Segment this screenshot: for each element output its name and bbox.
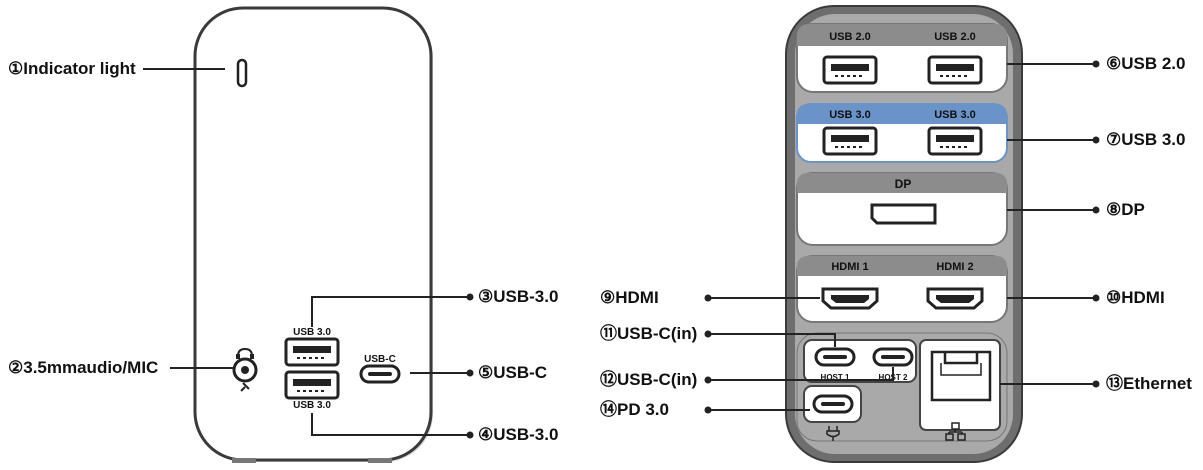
front-foot-right: [368, 458, 392, 463]
callout-usbc-in-1: ⑪USB-C(in): [600, 324, 698, 343]
callout-pd30: ⑭PD 3.0: [600, 400, 669, 419]
hdmi-panel: HDMI 1 HDMI 2: [796, 255, 1008, 323]
leader-usb30-top: [311, 296, 470, 327]
bottom-panel: HOST 1 HOST 2: [796, 332, 1008, 442]
callout-ethernet: ⑬Ethernet: [1106, 374, 1192, 393]
host1-usbc-port: [814, 347, 856, 367]
usb20-right-label: USB 2.0: [934, 31, 976, 43]
usb30-left-label: USB 3.0: [829, 109, 871, 121]
leader-usbc-in-2: [708, 367, 894, 381]
leader-usbc-in-1-dot: [704, 330, 712, 338]
usb30-left-port: [822, 126, 878, 156]
usb30-bottom-label: USB 3.0: [293, 400, 331, 411]
hdmi2-port: [926, 287, 984, 310]
dp-panel: DP: [796, 172, 1008, 246]
front-usb30-bottom-port: [284, 370, 340, 400]
indicator-light: [236, 58, 248, 88]
usb30-right-port: [927, 126, 983, 156]
leader-pd-dot: [704, 406, 712, 414]
ethernet-port: [930, 350, 992, 402]
usb20-panel: USB 2.0 USB 2.0: [796, 23, 1008, 93]
front-usbc-port: [359, 364, 401, 384]
callout-dp: ⑧DP: [1106, 200, 1145, 219]
back-view: USB 2.0 USB 2.0 USB 3.0 USB 3.0 DP: [704, 5, 1100, 463]
callout-usb30-bottom: ④USB-3.0: [478, 425, 559, 444]
leader-usb30-bottom-dot: [466, 431, 474, 439]
callout-indicator-light: ①Indicator light: [8, 59, 136, 78]
hdmi1-label: HDMI 1: [831, 261, 868, 273]
leader-usb30-top-dot: [466, 293, 474, 301]
power-icon: [826, 426, 840, 441]
callout-audio-mic: ②3.5mmaudio/MIC: [8, 358, 159, 377]
leader-usbc-in-2-dot: [704, 376, 712, 384]
usb20-left-port: [822, 55, 878, 85]
host2-usbc-port: [872, 347, 914, 367]
leader-ethernet-dot: [1092, 380, 1100, 388]
callout-usbc-front: ⑤USB-C: [478, 363, 548, 382]
leader-usb30-bottom: [311, 413, 470, 436]
pd-usbc-port: [812, 394, 854, 414]
front-usb30-top-port: [284, 337, 340, 367]
callout-usb30-top: ③USB-3.0: [478, 287, 559, 306]
network-icon: [945, 422, 966, 441]
leader-usb20-dot: [1092, 60, 1100, 68]
leader-usb30-dot: [1092, 136, 1100, 144]
callout-usbc-in-2: ⑫USB-C(in): [600, 370, 698, 389]
hdmi2-label: HDMI 2: [936, 261, 973, 273]
front-view: USB 3.0 USB 3.0 USB-C: [143, 6, 474, 463]
usb30-panel: USB 3.0 USB 3.0: [796, 103, 1008, 163]
usb30-right-label: USB 3.0: [934, 109, 976, 121]
leader-usbc-dot: [466, 369, 474, 377]
leader-usbc-in-1: [708, 333, 836, 347]
hdmi1-port: [821, 287, 879, 310]
audio-jack: [232, 347, 258, 392]
callout-usb20: ⑥USB 2.0: [1106, 54, 1186, 73]
leader-dp-dot: [1092, 206, 1100, 214]
usb20-right-port: [927, 55, 983, 85]
usbc-front-label: USB-C: [364, 354, 396, 365]
usb20-left-label: USB 2.0: [829, 31, 871, 43]
usb30-top-label: USB 3.0: [293, 327, 331, 338]
leader-hdmi-right-dot: [1092, 294, 1100, 302]
front-body: [193, 6, 433, 462]
dp-port: [870, 203, 937, 225]
callout-hdmi-left: ⑨HDMI: [600, 288, 659, 307]
callout-hdmi-right: ⑩HDMI: [1106, 288, 1165, 307]
leader-hdmi-left-dot: [704, 294, 712, 302]
front-foot-left: [232, 458, 256, 463]
dp-label: DP: [895, 177, 912, 191]
callout-usb30-back: ⑦USB 3.0: [1106, 130, 1186, 149]
host1-label: HOST 1: [821, 373, 850, 382]
